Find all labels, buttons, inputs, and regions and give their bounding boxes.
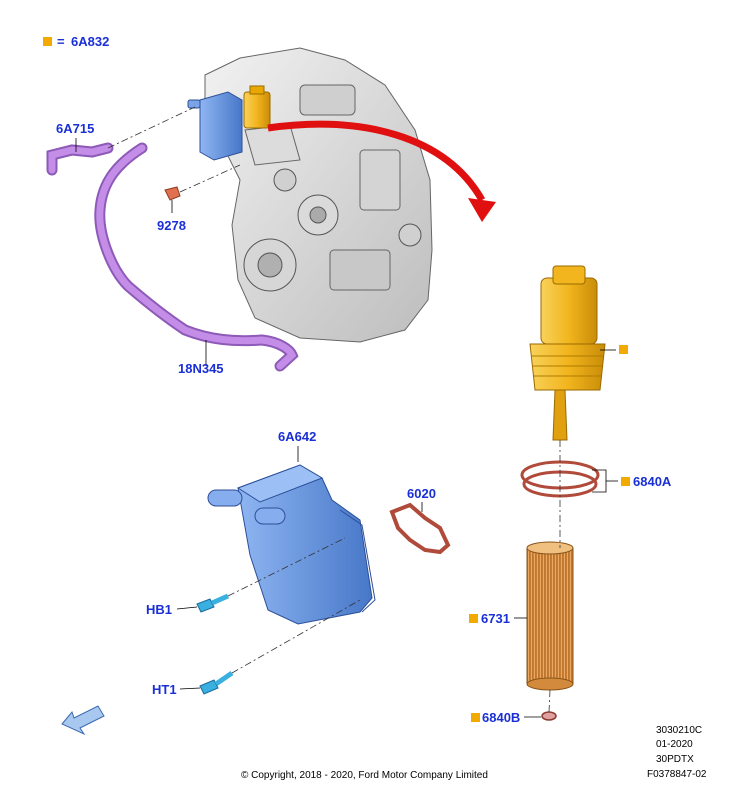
gasket-6020: [389, 502, 451, 555]
callout-HT1: HT1: [152, 682, 177, 697]
meta-line-2: 01-2020: [656, 739, 693, 750]
legend-marker: [43, 37, 52, 46]
callout-6A715: 6A715: [56, 121, 94, 136]
legend-part-number: 6A832: [71, 34, 109, 49]
engine-block: [204, 47, 433, 343]
legend-equals: =: [57, 34, 65, 49]
filter-element-6731: [526, 541, 574, 691]
callout-6840A: 6840A: [633, 474, 672, 489]
marker-housing: [619, 345, 628, 354]
callout-9278: 9278: [157, 218, 186, 233]
marker-6840B: [471, 713, 480, 722]
view-arrow-icon: [61, 705, 105, 736]
filter-axis-lower: [548, 689, 551, 713]
meta-line-1: 3030210C: [656, 725, 702, 736]
hose-6A715: [46, 142, 114, 176]
clip-9278: [164, 164, 241, 201]
hose-18N345: [94, 142, 299, 372]
callout-6A642: 6A642: [278, 429, 316, 444]
legend: = 6A832: [43, 34, 109, 49]
marker-6840A: [621, 477, 630, 486]
leader-lines: [75, 138, 618, 718]
hose-centreline: [107, 106, 196, 149]
callout-18N345: 18N345: [178, 361, 224, 376]
engine-oil-filter-installed: [243, 85, 271, 129]
callout-6840B: 6840B: [482, 710, 520, 725]
bolt-HT1: [199, 670, 234, 695]
copyright: © Copyright, 2018 - 2020, Ford Motor Com…: [241, 770, 488, 781]
callout-6020: 6020: [407, 486, 436, 501]
direction-arrow: [267, 120, 496, 222]
callout-6731: 6731: [481, 611, 510, 626]
callout-HB1: HB1: [146, 602, 172, 617]
engine-oil-cooler-installed: [187, 91, 243, 161]
bolt-hb1-axis: [227, 537, 346, 597]
bolt-ht1-axis: [231, 599, 361, 674]
meta-line-4: F0378847-02: [647, 769, 707, 780]
seal-6840B: [541, 711, 557, 721]
oil-filter-housing: [529, 265, 606, 441]
marker-6731: [469, 614, 478, 623]
bolt-HB1: [196, 593, 230, 613]
meta-line-3: 30PDTX: [656, 754, 694, 765]
oil-cooler-6A642: [207, 464, 376, 625]
